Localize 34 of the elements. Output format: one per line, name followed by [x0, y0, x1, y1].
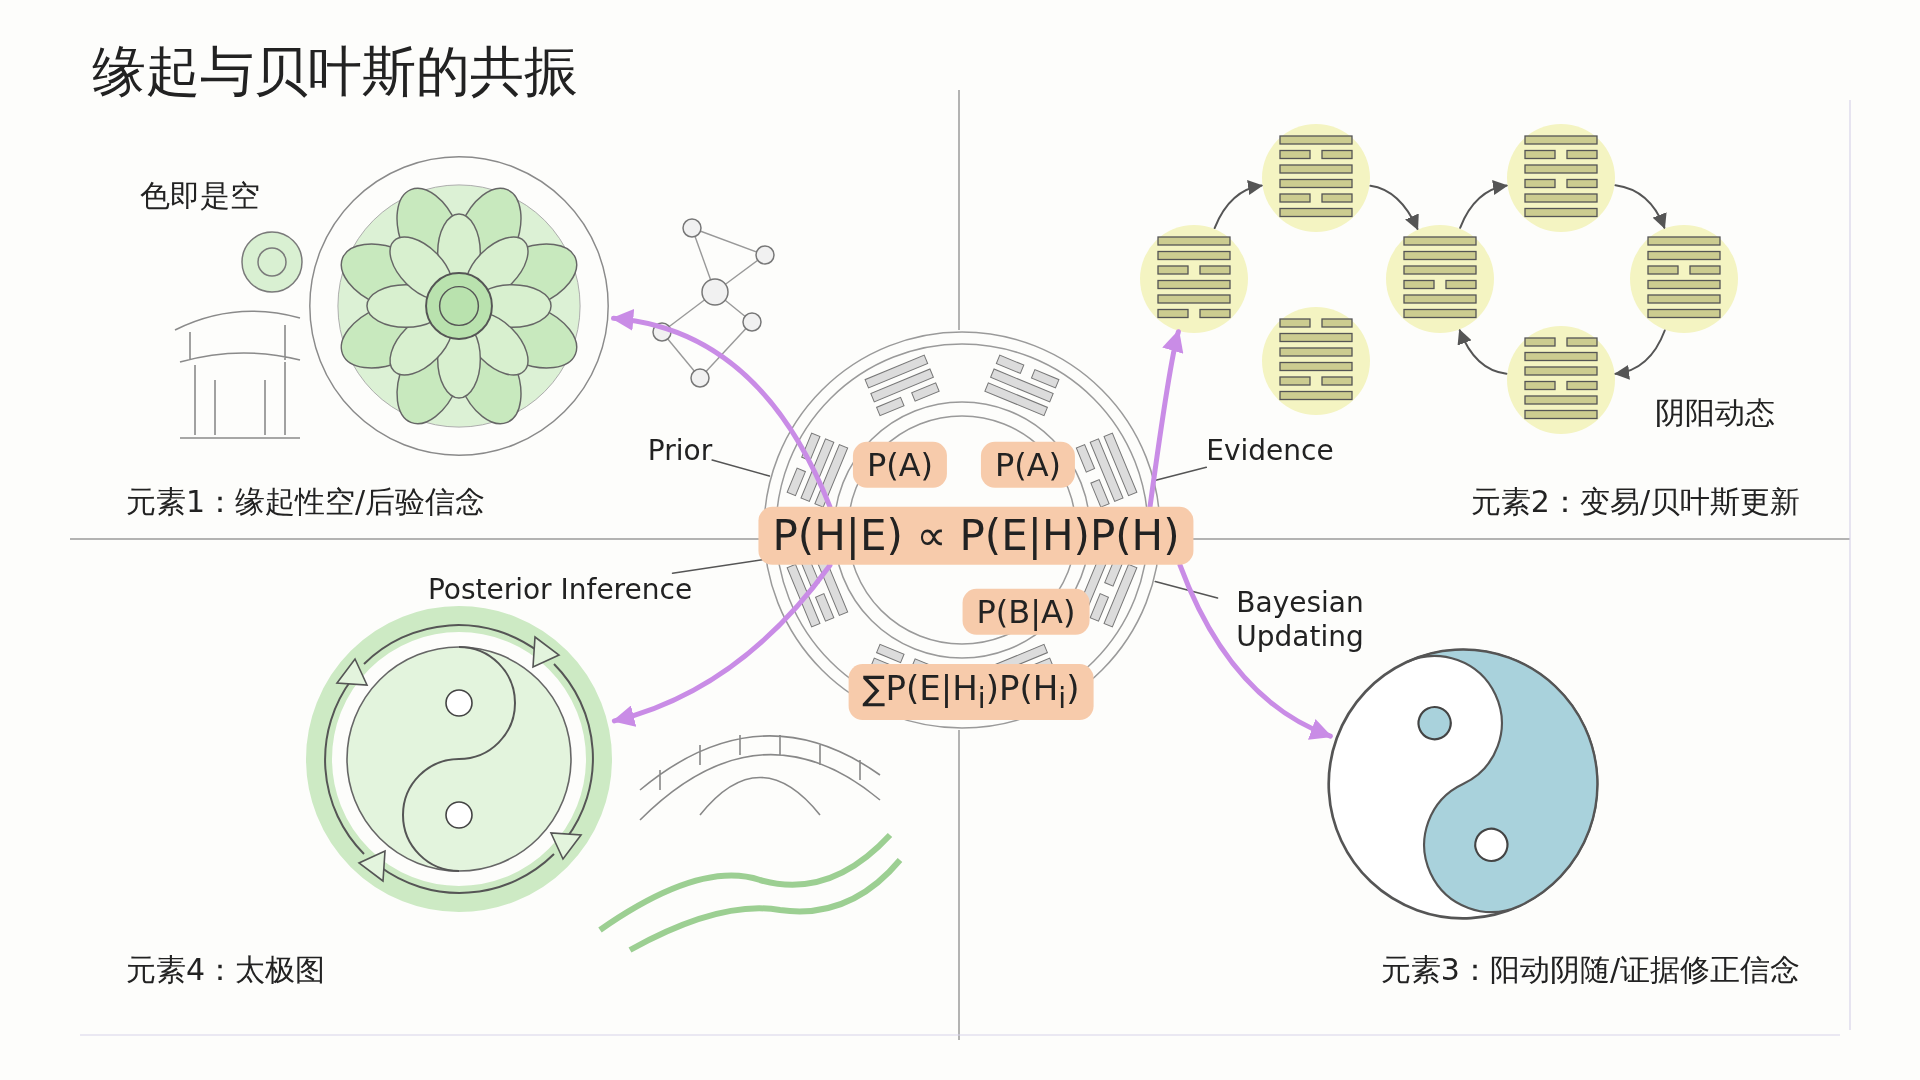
hexagram-drawing [1385, 224, 1495, 334]
formula-label: P(H|E) ∝ P(E|H)P(H) [758, 506, 1194, 566]
annotation-label: Bayesian Updating [1217, 586, 1383, 654]
annotation-label: Posterior Inference [427, 573, 693, 607]
quadrant-caption: 元素2：变易/贝叶斯更新 [1470, 484, 1800, 520]
quadrant-caption: 元素4：太极图 [126, 952, 326, 988]
leader-line [1154, 466, 1208, 482]
title: 缘起与贝叶斯的共振 [92, 40, 578, 105]
quadrant-caption: 元素1：缘起性空/后验信念 [126, 484, 486, 520]
annotation-label: 色即是空 [140, 178, 260, 214]
hexagram-drawing [1506, 123, 1616, 233]
formula-label: P(A) [980, 441, 1076, 489]
arrow [1459, 180, 1508, 229]
annotation-label: Evidence [1206, 434, 1334, 468]
annotation-label: 阴阳动态 [1655, 395, 1775, 431]
arrow [1177, 562, 1333, 739]
hexagram-drawing [1506, 325, 1616, 435]
arrow [1369, 184, 1419, 231]
annotation-label: Prior [647, 434, 713, 468]
arrow [1213, 180, 1263, 229]
formula-label: P(B|A) [962, 588, 1090, 636]
hexagram-drawing [1629, 224, 1739, 334]
arrow [1614, 329, 1666, 380]
leader-line [711, 459, 771, 477]
formula-label: ∑P(E|H$_{i}$)P(H$_{i}$) [848, 664, 1094, 720]
arrow [1614, 184, 1667, 229]
hexagram-drawing [1261, 306, 1371, 416]
formula-label: P(A) [852, 441, 948, 489]
arrow [1458, 328, 1508, 375]
hexagram-drawing [1261, 123, 1371, 233]
hexagram-drawing [1139, 224, 1249, 334]
quadrant-caption: 元素3：阳动阴随/证据修正信念 [1380, 952, 1800, 988]
leader-line [671, 558, 765, 574]
leader-line [1154, 580, 1219, 599]
